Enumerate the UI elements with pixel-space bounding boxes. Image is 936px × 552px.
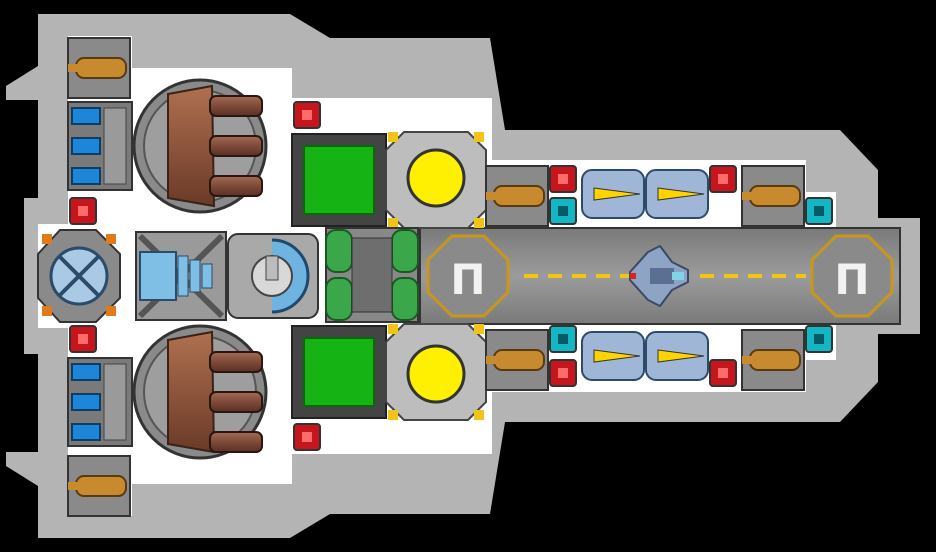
fuel-cell-bank[interactable] xyxy=(67,101,133,191)
red-power-node[interactable] xyxy=(69,325,97,353)
landing-pad-icon: Π xyxy=(426,234,510,318)
reactor-core[interactable] xyxy=(385,131,487,229)
turret-icon[interactable] xyxy=(741,165,805,227)
fuel-cell-bank[interactable] xyxy=(67,357,133,447)
turret-icon[interactable] xyxy=(485,165,549,227)
landing-pad-label: Π xyxy=(450,255,485,304)
cockpit-pod[interactable] xyxy=(227,233,319,319)
hangar-runway: Π Π xyxy=(419,227,901,325)
shield-panel[interactable] xyxy=(291,133,387,227)
turret-icon[interactable] xyxy=(67,455,131,517)
red-power-node[interactable] xyxy=(709,165,737,193)
turret-icon[interactable] xyxy=(485,329,549,391)
red-power-node[interactable] xyxy=(293,101,321,129)
red-power-node[interactable] xyxy=(549,359,577,387)
cyan-sensor-node[interactable] xyxy=(805,197,833,225)
missile-launcher[interactable] xyxy=(581,331,709,381)
red-power-node[interactable] xyxy=(69,197,97,225)
cyan-sensor-node[interactable] xyxy=(805,325,833,353)
cyan-sensor-node[interactable] xyxy=(549,325,577,353)
cyan-sensor-node[interactable] xyxy=(549,197,577,225)
red-power-node[interactable] xyxy=(549,165,577,193)
landing-pad-icon: Π xyxy=(810,234,894,318)
coolant-tanks[interactable] xyxy=(325,227,419,323)
reactor-core[interactable] xyxy=(385,323,487,421)
red-power-node[interactable] xyxy=(293,423,321,451)
missile-bay[interactable] xyxy=(132,78,268,214)
engine-thruster[interactable] xyxy=(37,229,121,323)
fighter-ship-icon[interactable] xyxy=(629,244,689,308)
turret-icon[interactable] xyxy=(741,329,805,391)
missile-launcher[interactable] xyxy=(581,169,709,219)
runway-centerline xyxy=(524,274,806,278)
turret-icon[interactable] xyxy=(67,37,131,99)
shield-panel[interactable] xyxy=(291,325,387,419)
landing-pad-label: Π xyxy=(834,255,869,304)
red-power-node[interactable] xyxy=(709,359,737,387)
missile-bay[interactable] xyxy=(132,324,268,460)
drive-coil[interactable] xyxy=(135,231,227,321)
